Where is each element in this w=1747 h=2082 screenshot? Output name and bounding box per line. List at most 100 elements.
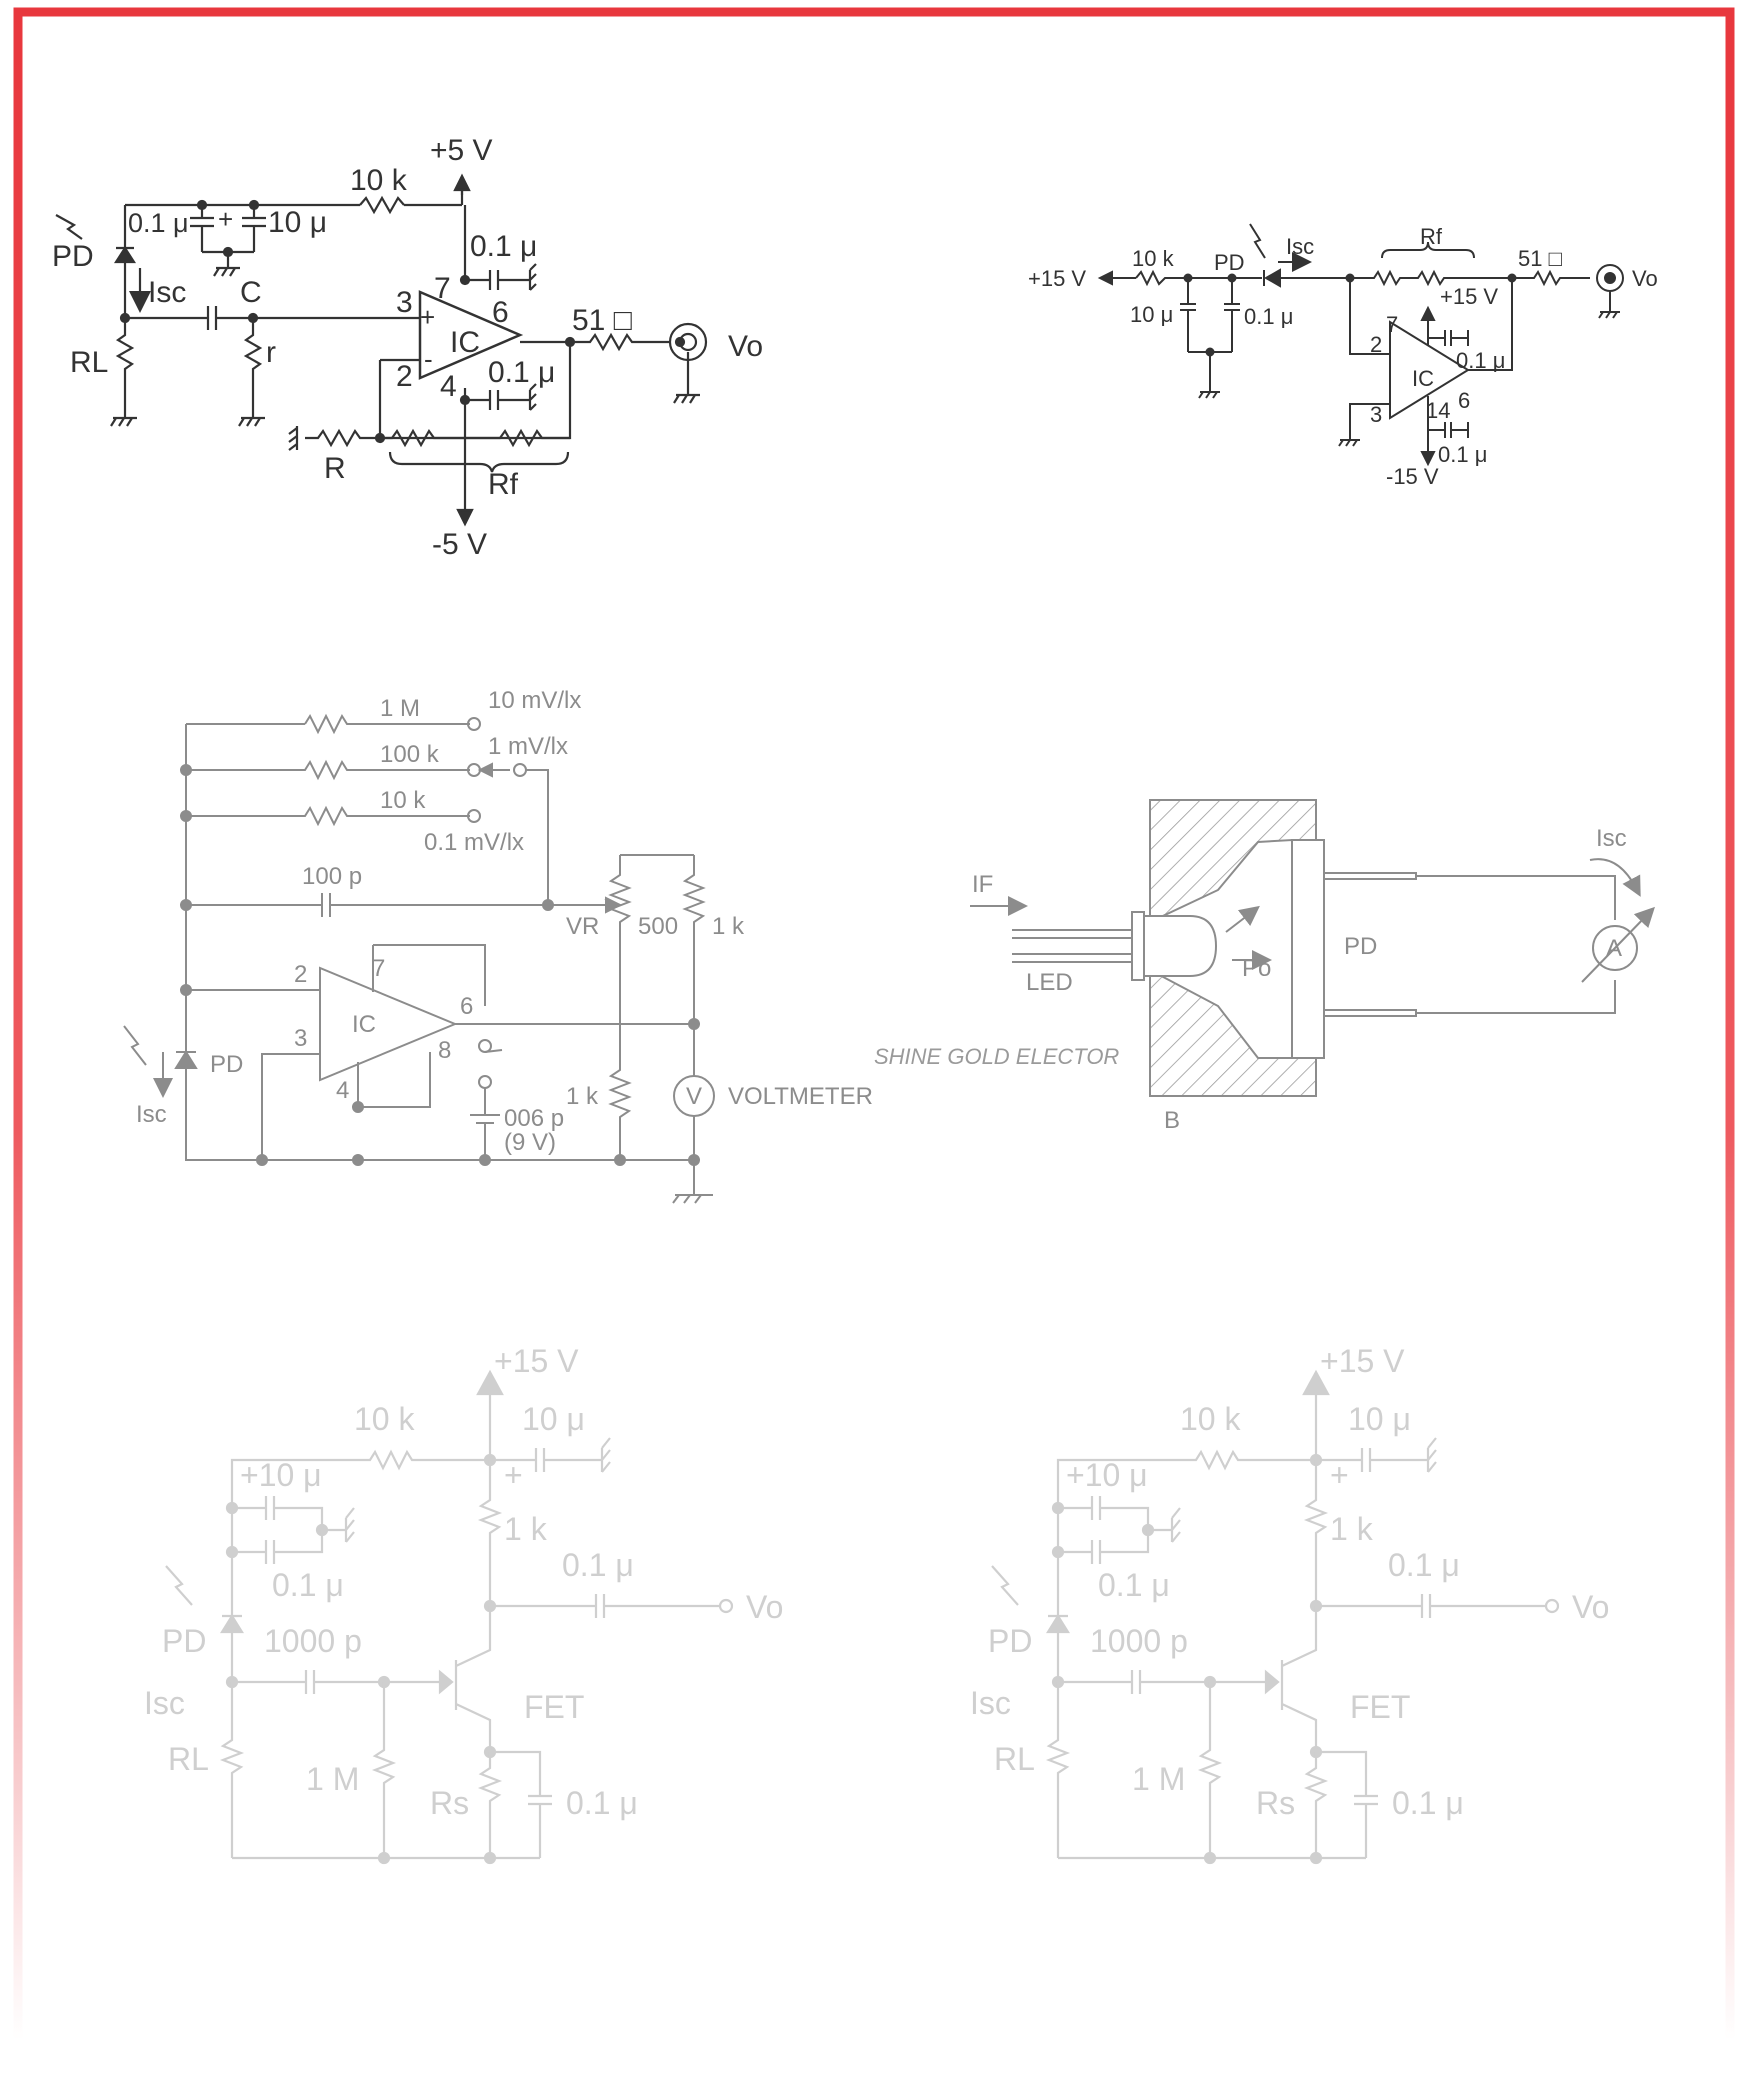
c3-r1: 1 M: [380, 695, 420, 722]
opamp-ic-3: [319, 966, 458, 1082]
c1-plus-in: +: [420, 302, 435, 332]
c5-fet: FET: [524, 1689, 584, 1725]
c2-pin2: 2: [1370, 332, 1382, 357]
c6-c-top: 10 μ: [1348, 1401, 1411, 1437]
diagram-4: [970, 799, 1655, 1097]
photodiode-3: [174, 1050, 198, 1069]
c1-cap1: 0.1 μ: [128, 208, 189, 238]
c1-plus: +: [218, 204, 233, 234]
c6-c-mid: 0.1 μ: [1098, 1567, 1170, 1603]
c1-rsmall: r: [266, 336, 276, 369]
resistor-10k: [359, 195, 405, 215]
c6-r-top: 10 k: [1180, 1401, 1241, 1437]
c3-pin3: 3: [294, 1025, 307, 1052]
c1-cap: C: [240, 276, 262, 309]
c6-rl: RL: [994, 1741, 1035, 1777]
c5-c-left: +10 μ: [240, 1457, 322, 1493]
circuit-2-labels: +15 V 10 k PD Isc Rf 51 □ Vo 10 μ 0.1 μ …: [1028, 224, 1658, 489]
c1-r-gnd: R: [324, 452, 346, 485]
circuit-1: [55, 173, 708, 527]
c5-rl: RL: [168, 1741, 209, 1777]
resistor-10k-2: [1135, 269, 1188, 287]
c3-isc: Isc: [136, 1101, 167, 1128]
c2-rf: Rf: [1420, 224, 1443, 249]
c6-pd: PD: [988, 1623, 1032, 1659]
resistor-r-gnd: [305, 428, 380, 448]
c3-r3: 10 k: [380, 787, 426, 814]
c1-c-top: 0.1 μ: [470, 230, 537, 263]
c5-c-out: 0.1 μ: [562, 1547, 634, 1583]
resistor-rl: [115, 318, 135, 405]
circuit-6: +15 V 10 k 10 μ +10 μ + 1 k 0.1 μ 0.1 μ …: [970, 1343, 1609, 1865]
c3-c: 100 p: [302, 863, 362, 890]
c3-r1k-bot: 1 k: [566, 1083, 599, 1110]
c3-vr: VR: [566, 913, 599, 940]
c1-r-out: 51 □: [572, 304, 633, 337]
c1-pd: PD: [52, 240, 94, 273]
c3-pd: PD: [210, 1051, 243, 1078]
c3-battery-v: (9 V): [504, 1129, 556, 1156]
c6-vo: Vo: [1572, 1589, 1609, 1625]
d4-pd: PD: [1344, 933, 1377, 960]
c2-pd: PD: [1214, 250, 1245, 275]
c1-pin4: 4: [440, 370, 457, 403]
c3-range1: 10 mV/lx: [488, 687, 581, 714]
c5-r-gate: 1 M: [306, 1761, 359, 1797]
circuit-5: +15 V 10 k 10 μ +10 μ + 1 k 0.1 μ 0.1 μ …: [144, 1343, 783, 1865]
vplus-arrow: [453, 173, 471, 192]
c1-vminus: -5 V: [432, 528, 487, 561]
c6-r-gate: 1 M: [1132, 1761, 1185, 1797]
c1-isc: Isc: [148, 276, 186, 309]
c5-r-drain: 1 k: [504, 1511, 548, 1547]
c1-minus-in: -: [424, 344, 433, 374]
d4-b: B: [1164, 1107, 1180, 1134]
c6-c-s: 0.1 μ: [1392, 1785, 1464, 1821]
c3-r2: 100 k: [380, 741, 440, 768]
d4-led: LED: [1026, 969, 1073, 996]
c2-pin6: 6: [1458, 388, 1470, 413]
c1-pin6: 6: [492, 296, 509, 329]
c2-vo: Vo: [1632, 266, 1658, 291]
c3-ic: IC: [352, 1011, 376, 1038]
c3-voltmeter: VOLTMETER: [728, 1083, 873, 1110]
c1-r-top: 10 k: [350, 164, 408, 197]
c3-r1k-top: 1 k: [712, 913, 745, 940]
c3-pin2: 2: [294, 961, 307, 988]
resistor-51-2: [1512, 269, 1590, 287]
c1-vplus: +5 V: [430, 134, 493, 167]
led: [1136, 915, 1218, 977]
c2-pin4: 14: [1426, 398, 1450, 423]
c2-vplus-ic: +15 V: [1440, 284, 1498, 309]
c3-pin6: 6: [460, 993, 473, 1020]
c2-isc: Isc: [1286, 234, 1314, 259]
c3-pin4: 4: [336, 1077, 349, 1104]
c3-r500: 500: [638, 913, 678, 940]
c5-vo: Vo: [746, 1589, 783, 1625]
resistor-r: [243, 318, 263, 405]
c6-plus: +: [1330, 1457, 1349, 1493]
c2-vplus-left: +15 V: [1028, 266, 1086, 291]
c6-isc: Isc: [970, 1685, 1011, 1721]
c6-fet: FET: [1350, 1689, 1410, 1725]
d4-a: A: [1606, 935, 1622, 962]
opamp-ic: [418, 290, 524, 380]
c5-c-s: 0.1 μ: [566, 1785, 638, 1821]
c6-vplus: +15 V: [1320, 1343, 1405, 1379]
c2-ic: IC: [1412, 366, 1434, 391]
c5-r-top: 10 k: [354, 1401, 415, 1437]
c5-isc: Isc: [144, 1685, 185, 1721]
c1-cap2: 10 μ: [268, 206, 327, 239]
c5-pd: PD: [162, 1623, 206, 1659]
resistor-51: [570, 332, 670, 352]
c1-pin3: 3: [396, 286, 413, 319]
c1-ic: IC: [450, 326, 480, 359]
c6-c-in: 1000 p: [1090, 1623, 1188, 1659]
d4-po: Po: [1242, 955, 1271, 982]
resistor-rf: [380, 428, 570, 448]
circuit-2: [1097, 223, 1624, 467]
c2-c-bot: 0.1 μ: [1438, 442, 1487, 467]
c1-rf: Rf: [488, 468, 519, 501]
c2-r-in: 10 k: [1132, 246, 1175, 271]
c2-pin3: 3: [1370, 402, 1382, 427]
